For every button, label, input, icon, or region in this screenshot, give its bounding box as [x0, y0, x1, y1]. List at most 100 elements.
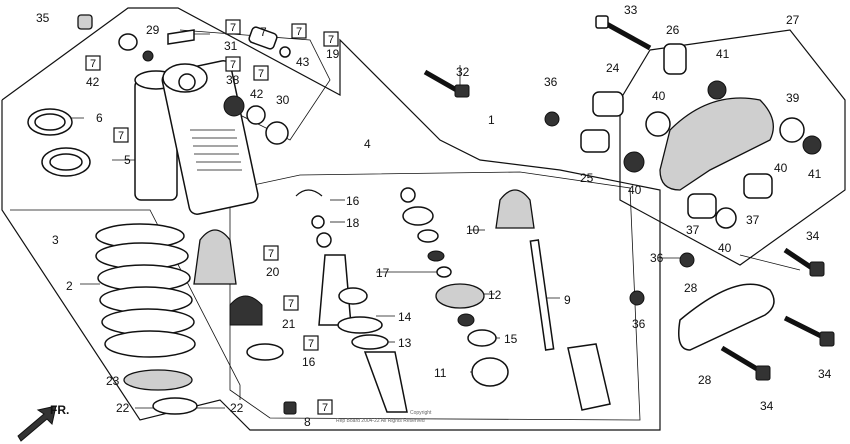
- callout-36: 36: [632, 317, 646, 331]
- callout-43: 43: [296, 55, 310, 69]
- callout-14: 14: [398, 310, 412, 324]
- callout-6: 6: [96, 111, 103, 125]
- callout-11: 11: [434, 366, 447, 380]
- front-direction-arrow: [17, 405, 57, 442]
- ref-box: 7: [113, 127, 129, 143]
- callout-26: 26: [666, 23, 680, 37]
- callout-21: 21: [282, 317, 296, 331]
- callout-3: 3: [52, 233, 59, 247]
- callout-17: 17: [376, 266, 390, 280]
- callout-2: 2: [66, 279, 73, 293]
- shock-body-part: [134, 60, 259, 215]
- callout-36: 36: [650, 251, 664, 265]
- footer-note: Rep Board 2004-22 All Rights Reserved: [336, 418, 425, 424]
- ref-box-label: 7: [230, 22, 236, 34]
- callout-5: 5: [124, 153, 131, 167]
- callout-27: 27: [786, 13, 800, 27]
- callout-31: 31: [224, 39, 238, 53]
- ref-box-label: 7: [288, 298, 294, 310]
- ref-box: 7: [253, 65, 269, 81]
- assembly-outline-spring: [10, 209, 241, 400]
- lock-nut-6-part: [27, 108, 73, 136]
- callout-32: 32: [456, 65, 470, 79]
- assembly-outline-main: [1, 7, 661, 431]
- callout-13: 13: [398, 336, 412, 350]
- nut-36-top-part: [544, 111, 560, 127]
- callout-9: 9: [564, 293, 571, 307]
- ref-box: 7: [225, 19, 241, 35]
- ref-box-label: 7: [308, 338, 314, 350]
- callout-7: 7: [260, 25, 267, 39]
- assembly-outline-linkage: [619, 29, 846, 266]
- bump-stop-21-part: [229, 295, 263, 326]
- ref-box: 7: [225, 56, 241, 72]
- callout-29: 29: [146, 23, 160, 37]
- copyright-text: Copyright: [410, 410, 432, 416]
- ref-box: 7: [283, 295, 299, 311]
- bump-stop-20-part: [193, 229, 237, 285]
- callout-18: 18: [346, 216, 360, 230]
- callout-40: 40: [652, 89, 666, 103]
- ref-box-label: 7: [258, 68, 264, 80]
- adjuster-nut-5-part: [41, 147, 91, 177]
- ref-box-label: 7: [296, 26, 302, 38]
- callout-8: 8: [304, 415, 311, 429]
- ref-box-label: 7: [118, 130, 124, 142]
- ref-box: 7: [317, 399, 333, 415]
- ref-box: 7: [303, 335, 319, 351]
- ref-box: 7: [291, 23, 307, 39]
- callout-1: 1: [488, 113, 495, 127]
- ref-box-label: 7: [90, 58, 96, 70]
- callout-37: 37: [746, 213, 760, 227]
- shock-internals: [295, 187, 611, 413]
- callout-15: 15: [504, 332, 518, 346]
- callout-22: 22: [230, 401, 244, 415]
- callout-36: 36: [544, 75, 558, 89]
- ref-box: 7: [263, 245, 279, 261]
- ref-box-label: 7: [322, 402, 328, 414]
- ref-box-label: 7: [230, 59, 236, 71]
- small-parts-top-left: [77, 14, 291, 145]
- callout-34: 34: [818, 367, 832, 381]
- nut-8-part: [283, 401, 297, 415]
- callout-23: 23: [106, 374, 120, 388]
- ref-box-label: 7: [328, 34, 334, 46]
- bolt-32-part: [423, 69, 470, 98]
- linkage-parts: [580, 15, 835, 381]
- bump-rubber-threads: [190, 129, 242, 171]
- spring-2-part: [95, 223, 198, 415]
- callout-20: 20: [266, 265, 280, 279]
- ref-box: 7: [85, 55, 101, 71]
- ref-box-label: 7: [268, 248, 274, 260]
- callout-10: 10: [466, 223, 480, 237]
- callout-16: 16: [302, 355, 316, 369]
- callout-25: 25: [580, 171, 594, 185]
- callout-24: 24: [606, 61, 620, 75]
- callout-40: 40: [718, 241, 732, 255]
- callout-40: 40: [628, 183, 642, 197]
- callout-22: 22: [116, 401, 130, 415]
- callout-34: 34: [806, 229, 820, 243]
- callout-39: 39: [786, 91, 800, 105]
- callout-33: 33: [624, 3, 638, 17]
- callout-30: 30: [276, 93, 290, 107]
- callout-41: 41: [716, 47, 730, 61]
- callout-42: 42: [250, 87, 264, 101]
- callouts: 35 29 31 19 43 42 38 42 30 6 5 3 2 23 22…: [36, 3, 832, 429]
- callout-16: 16: [346, 194, 360, 208]
- direction-label: FR.: [50, 403, 69, 417]
- callout-34: 34: [760, 399, 774, 413]
- callout-40: 40: [774, 161, 788, 175]
- callout-12: 12: [488, 288, 502, 302]
- callout-28: 28: [684, 281, 698, 295]
- callout-19: 19: [326, 47, 340, 61]
- callout-37: 37: [686, 223, 700, 237]
- callout-35: 35: [36, 11, 50, 25]
- callout-42: 42: [86, 75, 100, 89]
- oring-16-lower-part: [246, 343, 284, 361]
- callout-38: 38: [226, 73, 240, 87]
- callout-4: 4: [364, 137, 371, 151]
- ref-box: 7: [323, 31, 339, 47]
